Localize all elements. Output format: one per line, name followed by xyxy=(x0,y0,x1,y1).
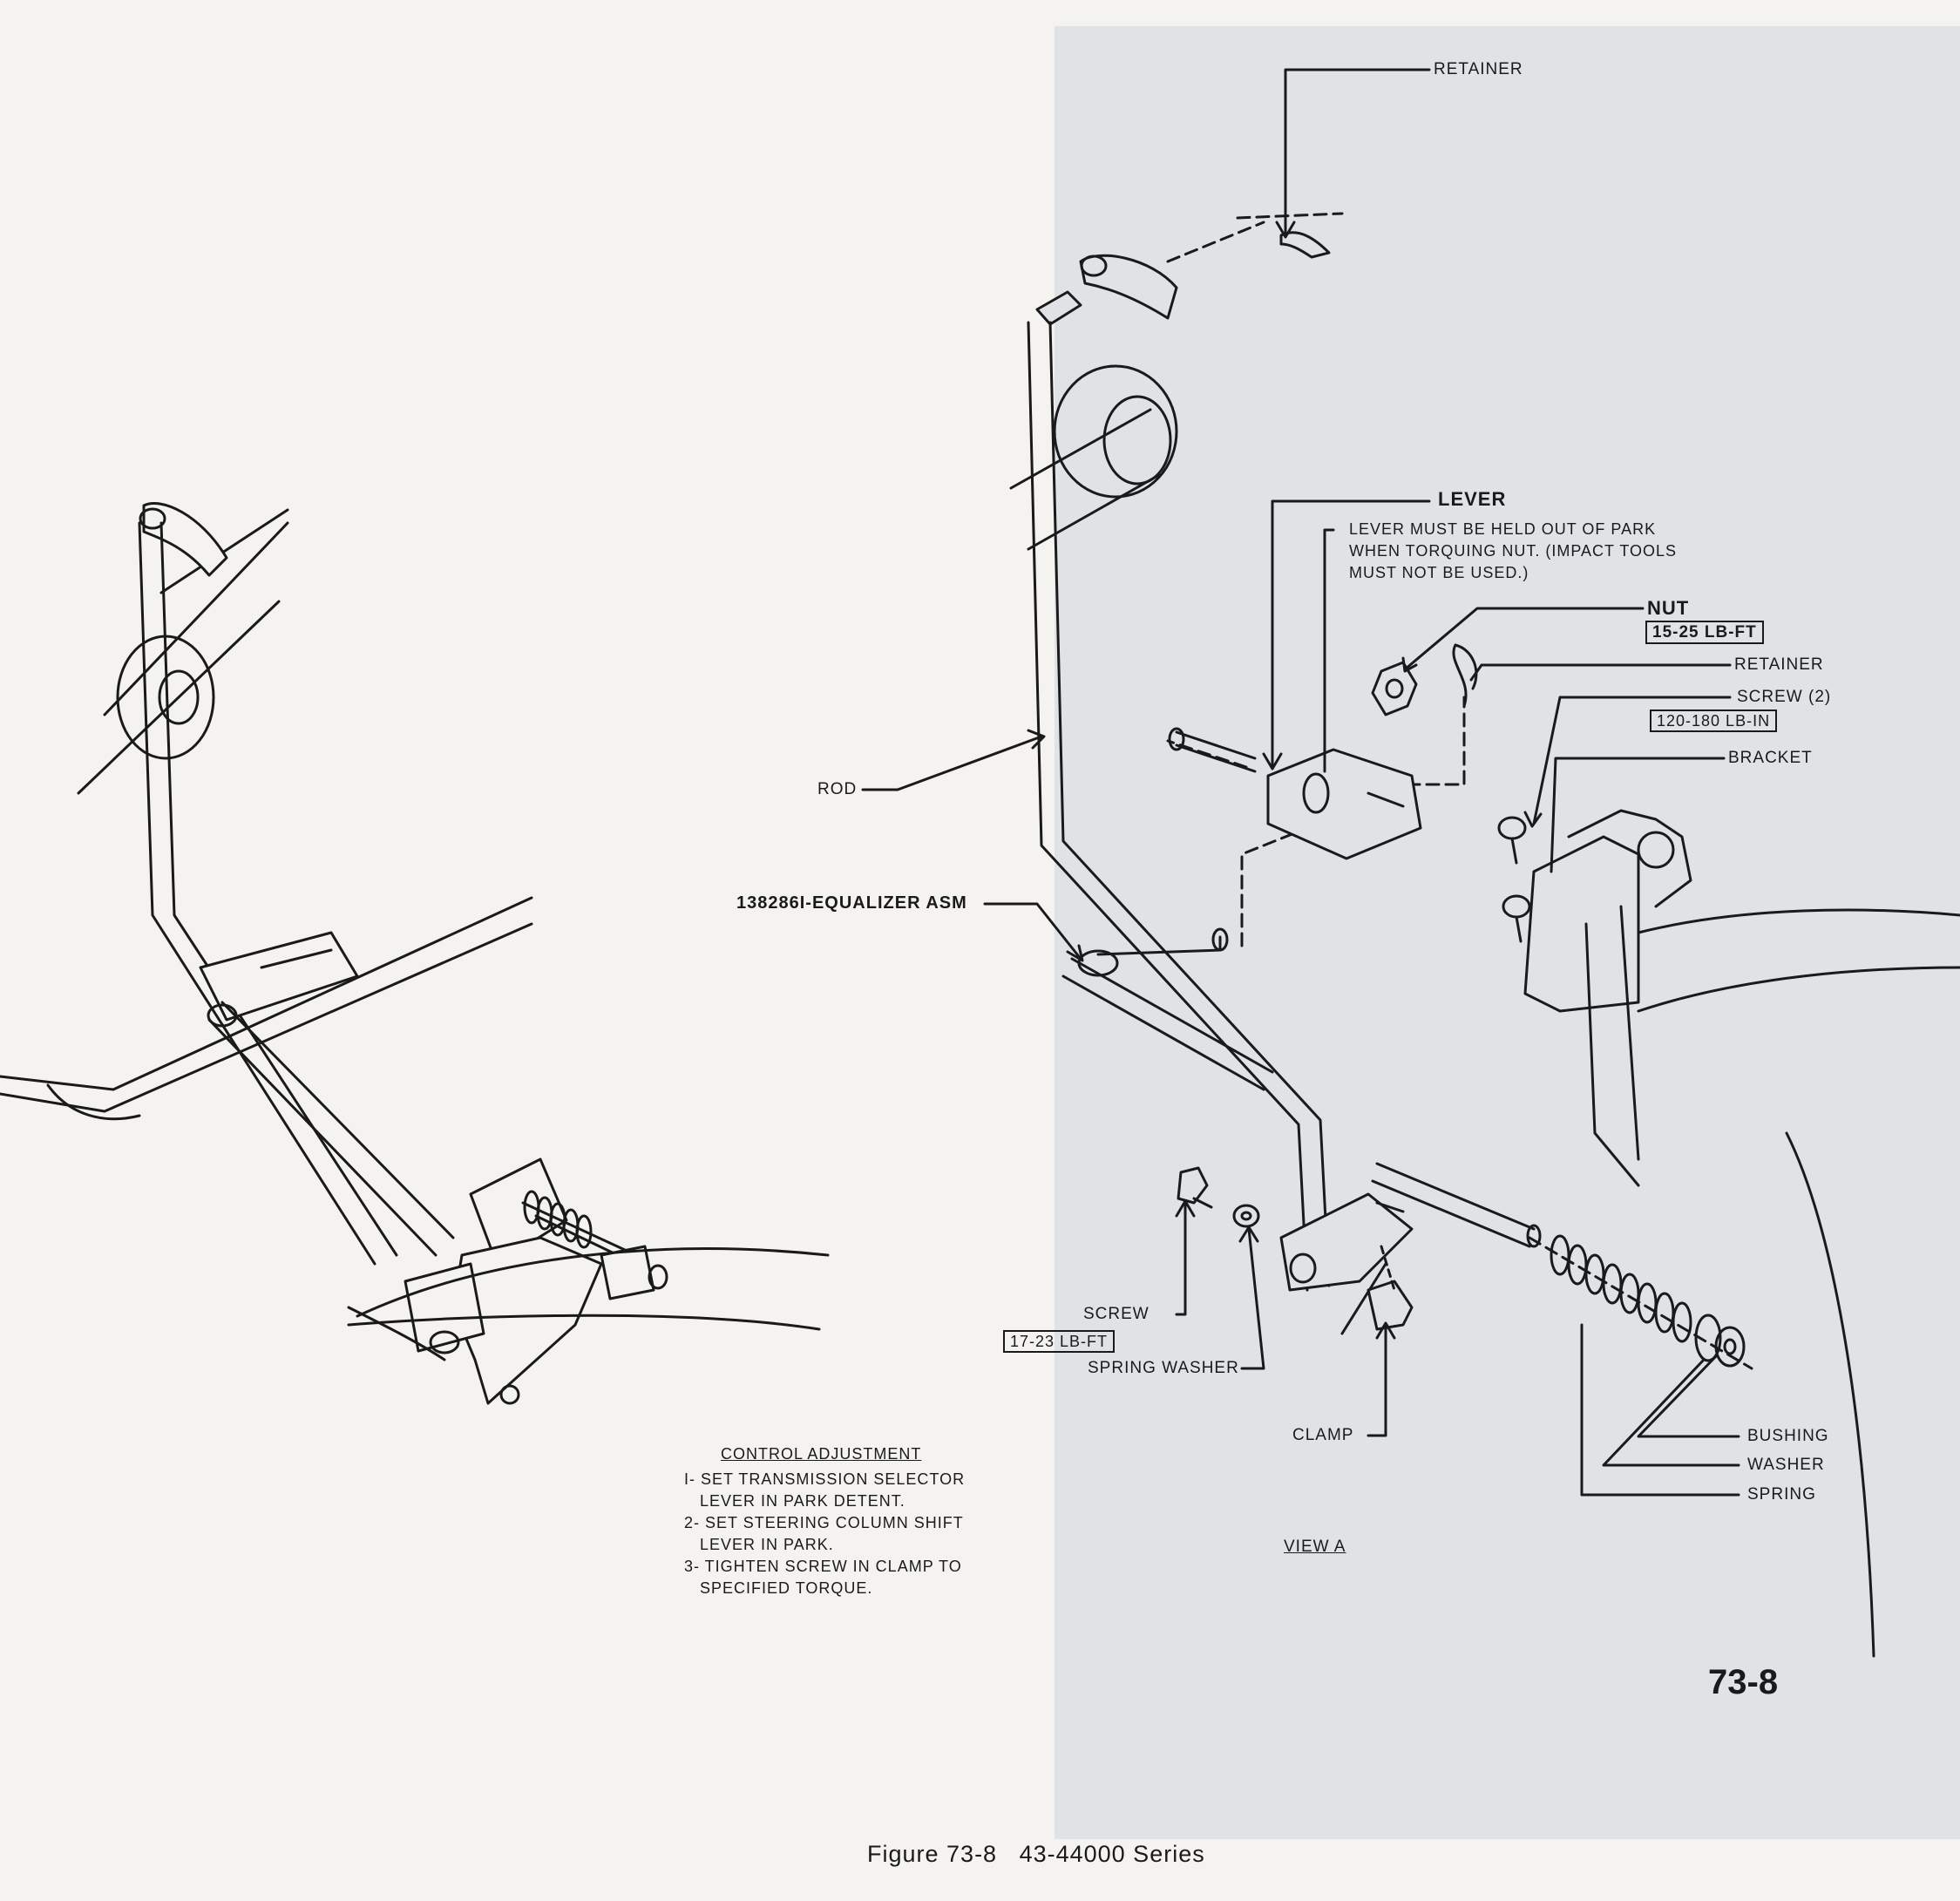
view-a-spring xyxy=(1550,1234,1692,1343)
nut-torque-spec: 15-25 LB-FT xyxy=(1645,621,1764,644)
figure-caption: Figure 73-8 43-44000 Series xyxy=(867,1841,1205,1867)
label-nut: NUT xyxy=(1647,597,1690,619)
view-a-bracket xyxy=(1523,809,1692,1187)
screw-2-torque-spec: 120-180 LB-IN xyxy=(1650,709,1778,732)
control-adjustment-step: I- SET TRANSMISSION SELECTOR xyxy=(684,1470,966,1488)
label-clamp: CLAMP xyxy=(1292,1426,1354,1444)
control-adjustment-step: LEVER IN PARK. xyxy=(684,1536,834,1553)
control-adjustment-step: LEVER IN PARK DETENT. xyxy=(684,1492,905,1510)
label-spring: SPRING xyxy=(1747,1485,1816,1504)
lever-note-line: MUST NOT BE USED.) xyxy=(1349,564,1529,581)
label-screw-2: SCREW (2) xyxy=(1737,688,1832,706)
page-number: 73-8 xyxy=(1708,1663,1779,1701)
view-a-assembly xyxy=(1009,212,1960,1658)
control-adjustment-step: 3- TIGHTEN SCREW IN CLAMP TO xyxy=(684,1558,962,1575)
label-retainer-top: RETAINER xyxy=(1434,60,1523,78)
control-adjustment-notes: CONTROL ADJUSTMENT I- SET TRANSMISSION S… xyxy=(684,1443,965,1599)
label-bushing: BUSHING xyxy=(1747,1427,1829,1445)
label-screw: SCREW xyxy=(1083,1305,1150,1323)
lever-note-line: WHEN TORQUING NUT. (IMPACT TOOLS xyxy=(1349,542,1678,560)
view-a-title: VIEW A xyxy=(1284,1538,1346,1556)
lever-note-line: LEVER MUST BE HELD OUT OF PARK xyxy=(1349,520,1657,538)
leader-lines xyxy=(861,68,1740,1497)
control-adjustment-step: 2- SET STEERING COLUMN SHIFT xyxy=(684,1514,964,1531)
view-a-lever xyxy=(1266,748,1422,860)
label-retainer-mid: RETAINER xyxy=(1734,655,1824,674)
screw-torque-spec: 17-23 LB-FT xyxy=(1003,1330,1116,1353)
control-adjustment-step: SPECIFIED TORQUE. xyxy=(684,1579,873,1597)
overview-spring xyxy=(523,1190,593,1249)
label-equalizer-asm: 138286I-EQUALIZER ASM xyxy=(736,893,967,913)
label-bracket: BRACKET xyxy=(1728,749,1813,767)
label-spring-washer: SPRING WASHER xyxy=(1088,1359,1239,1377)
view-a-shaded-panel xyxy=(1055,26,1960,1839)
label-lever: LEVER xyxy=(1438,488,1507,510)
lever-note: LEVER MUST BE HELD OUT OF PARK WHEN TORQ… xyxy=(1349,519,1677,584)
label-washer: WASHER xyxy=(1747,1456,1825,1474)
overview-assembly xyxy=(0,502,830,1405)
control-adjustment-title: CONTROL ADJUSTMENT xyxy=(721,1445,922,1463)
label-rod: ROD xyxy=(817,780,858,798)
top-retainer-clip xyxy=(1279,231,1331,259)
